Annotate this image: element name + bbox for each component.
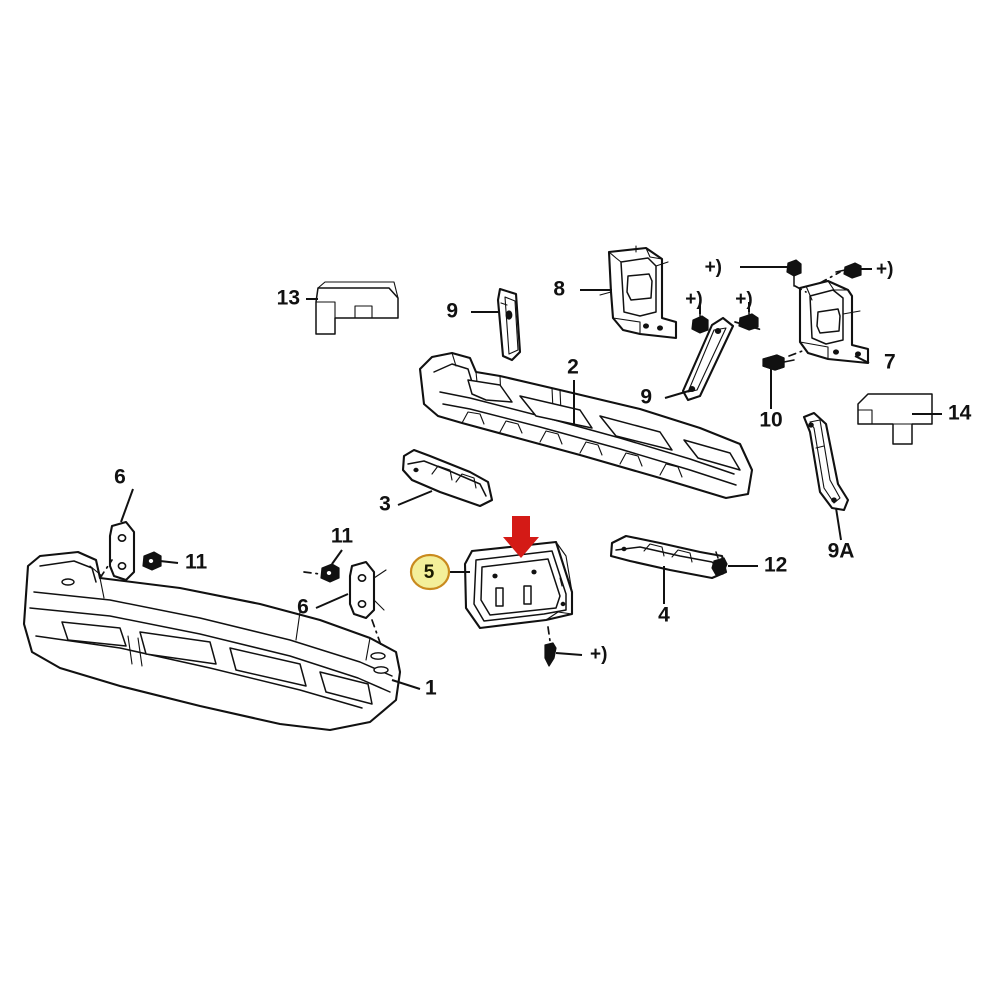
down-arrow-icon <box>503 516 539 558</box>
callout-labels: 1 2 3 4 6 6 7 8 9 9 9A 10 11 11 12 13 14 <box>114 278 972 700</box>
part-6-right-mounting-plate <box>348 560 387 620</box>
callout-label-2: 2 <box>567 356 579 379</box>
fastener-upper-right-bolt <box>835 262 862 279</box>
red-arrow-indicator <box>503 516 539 558</box>
part-3-left-lower-trim <box>401 448 494 508</box>
part-12-clip-fastener <box>711 551 728 576</box>
part-2-reinforcement-beam <box>418 351 754 500</box>
callout-label-9a: 9 <box>446 300 458 323</box>
callout-label-1: 1 <box>425 677 437 700</box>
callout-label-7: 7 <box>884 351 896 374</box>
callout-label-6b: 6 <box>297 596 309 619</box>
part-5-license-plate-bracket <box>463 540 574 630</box>
part-6-left-mounting-plate <box>108 520 136 582</box>
part-14-right-corner-filler <box>857 393 933 445</box>
plus-marker-upper-left: +) <box>705 257 722 278</box>
callout-label-9A: 9A <box>828 540 855 563</box>
callout-label-11a: 11 <box>185 551 208 574</box>
part-9-left-vertical-strut <box>496 287 522 362</box>
callout-label-12: 12 <box>764 554 787 577</box>
plus-marker-mid-left: +) <box>685 289 702 310</box>
plus-markers: +) +) +) +) +) <box>590 257 893 665</box>
highlight-callout-5[interactable]: 5 <box>409 553 451 591</box>
plus-marker-upper-right: +) <box>876 259 893 280</box>
part-11-right-nut <box>320 563 340 583</box>
plus-marker-leaders <box>555 266 872 656</box>
part-9A-diagonal-strut <box>802 411 850 512</box>
part-10-pivot-bolt <box>762 354 785 371</box>
assembly-line-bracket-7-lower <box>788 349 806 357</box>
part-7-right-bracket <box>798 279 870 365</box>
assembly-line-left-bracket <box>99 559 113 579</box>
highlight-ellipse <box>409 553 451 591</box>
assembly-line-bracket-7-top <box>819 271 841 284</box>
leader-lines <box>120 289 942 690</box>
plus-marker-plate-screw: +) <box>590 644 607 665</box>
part-4-right-lower-trim <box>609 534 728 580</box>
callout-label-10: 10 <box>759 409 782 432</box>
assembly-line-right-nut <box>303 571 321 575</box>
fastener-upper-left-nut <box>786 259 802 287</box>
part-1-bumper-cover <box>22 550 402 732</box>
assembly-line-bracket-7-upper <box>794 285 807 293</box>
plate-mounting-screw <box>544 642 557 667</box>
callout-label-3: 3 <box>379 493 391 516</box>
assembly-line-right-bracket <box>371 619 383 649</box>
callout-label-4: 4 <box>658 604 670 627</box>
part-8-left-bracket <box>599 245 678 340</box>
callout-label-9b: 9 <box>640 386 652 409</box>
callout-label-14: 14 <box>948 402 972 425</box>
assembly-line-strut-right <box>734 321 763 331</box>
callout-label-6a: 6 <box>114 466 126 489</box>
part-11-left-nut <box>142 551 162 571</box>
callout-label-13: 13 <box>277 287 300 310</box>
callout-label-8: 8 <box>553 278 565 301</box>
assembly-line-plate-screw <box>547 626 551 642</box>
highlight-part-number: 5 <box>424 562 435 583</box>
callout-label-11b: 11 <box>331 525 354 548</box>
plus-marker-mid-right: +) <box>735 289 752 310</box>
part-13-left-corner-filler <box>315 281 399 335</box>
